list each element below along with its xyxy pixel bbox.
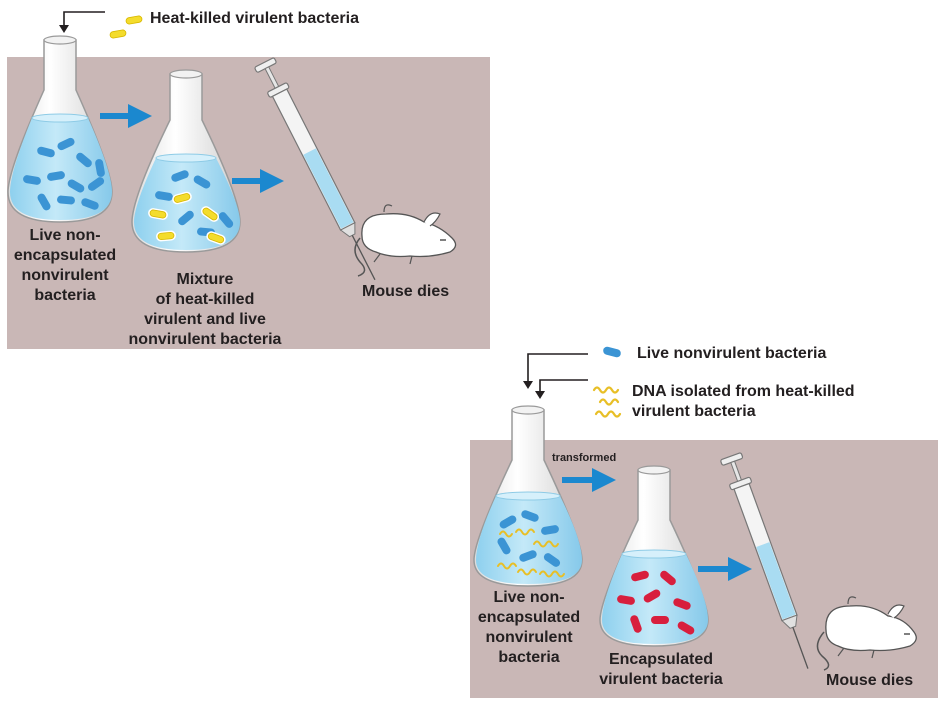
arrow-right-icon [232, 169, 284, 193]
mouse-dies-label-2: Mouse dies [826, 672, 914, 689]
flask-3-label: Live non- encapsulated nonvirulent bacte… [474, 588, 584, 668]
label-line: nonvirulent [21, 267, 109, 284]
dna-strand-icon [592, 386, 622, 418]
encapsulated-label: Encapsulated virulent bacteria [586, 650, 736, 690]
arrow-right-icon [100, 104, 152, 128]
bacterium-icon [106, 26, 130, 42]
bacteria-dna-flask-3 [496, 509, 565, 578]
label-line: bacteria [498, 649, 560, 666]
label-line: virulent bacteria [632, 403, 756, 420]
mouse-icon [816, 596, 917, 671]
label-line: virulent and live [144, 311, 266, 328]
label-line: Encapsulated [608, 651, 714, 668]
legend-heat-killed-label: Heat-killed virulent bacteria [150, 10, 359, 27]
syringe-icon [720, 452, 809, 669]
mixture-label: Mixture of heat-killed virulent and live… [120, 270, 290, 350]
label-line: Live non- [29, 227, 101, 244]
flask-1-label: Live non- encapsulated nonvirulent bacte… [10, 226, 120, 306]
label-line: Mixture [176, 271, 234, 288]
legend-live-bacteria-label: Live nonvirulent bacteria [637, 345, 827, 362]
pointer-line-dna [539, 379, 588, 394]
arrow-right-icon [562, 468, 616, 492]
label-line: nonvirulent bacteria [128, 331, 282, 348]
label-line: Live non- [493, 589, 565, 606]
syringe-icon [254, 57, 376, 281]
bacterium-icon [122, 12, 146, 28]
label-line: virulent bacteria [599, 671, 723, 688]
pointer-line-live-bacteria [527, 353, 588, 384]
flask-icon [131, 69, 241, 253]
mouse-icon [354, 204, 457, 277]
mouse-dies-label-1: Mouse dies [362, 283, 450, 300]
label-line: encapsulated [13, 247, 117, 264]
arrow-right-icon [698, 557, 752, 581]
pointer-line-heat-killed [63, 11, 105, 28]
label-line: encapsulated [477, 609, 581, 626]
label-line: of heat-killed [155, 291, 255, 308]
label-line: nonvirulent [485, 629, 573, 646]
transformed-label: transformed [552, 452, 617, 464]
pointer-arrowhead [523, 381, 533, 389]
label-line: DNA isolated from heat-killed [632, 383, 855, 400]
bacterium-icon [602, 345, 622, 359]
label-line: bacteria [34, 287, 96, 304]
pointer-arrowhead [59, 25, 69, 33]
pointer-arrowhead [535, 391, 545, 399]
legend-dna-label: DNA isolated from heat-killed virulent b… [632, 382, 855, 422]
